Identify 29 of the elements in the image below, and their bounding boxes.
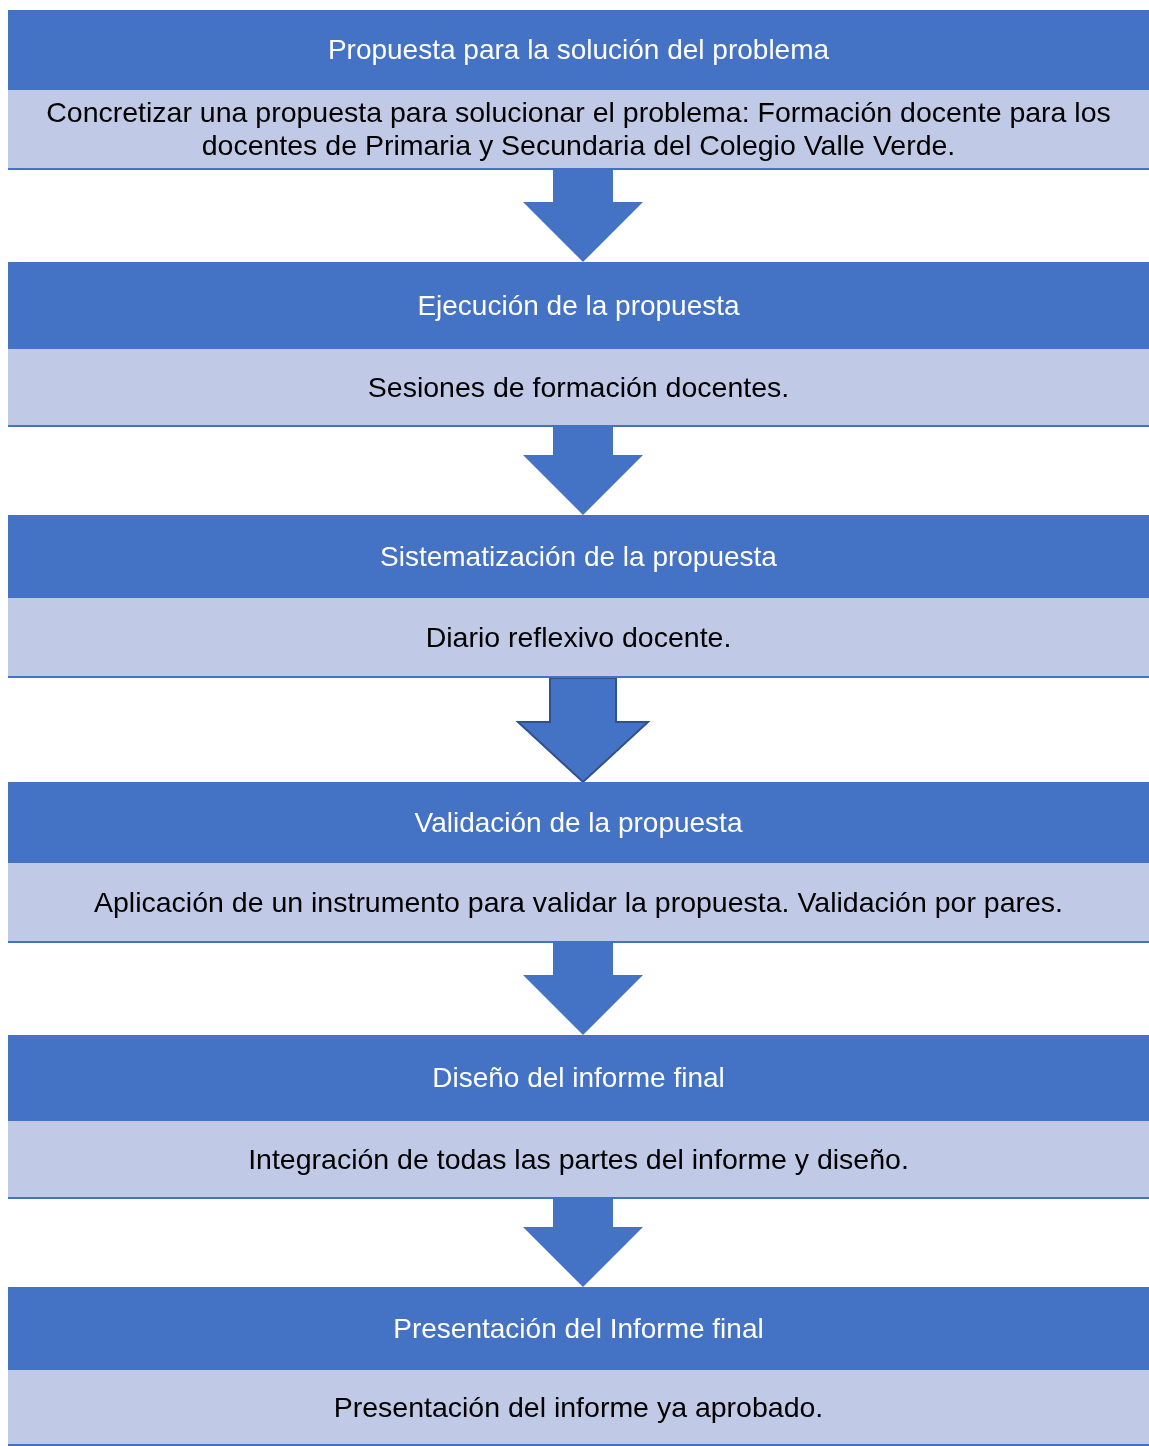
band-text: Sistematización de la propuesta	[379, 540, 778, 573]
band-text: Presentación del Informe final	[392, 1312, 765, 1345]
block-arrow	[523, 170, 643, 262]
band-text: Integración de todas las partes del informe y diseño.	[247, 1142, 910, 1176]
band-text: Validación de la propuesta	[413, 806, 744, 839]
stage-header-band	[8, 782, 1149, 863]
block-arrow	[515, 677, 651, 784]
stage-header-band	[8, 1287, 1149, 1370]
band-text: Diario reflexivo docente.	[424, 620, 733, 654]
block-arrow	[523, 943, 643, 1035]
band-text: Aplicación de un instrumento para validar la propuesta. Validación por pares.	[92, 885, 1064, 919]
stage-description-band	[8, 598, 1149, 678]
stage-description-band	[8, 349, 1149, 427]
stage-description-band	[8, 863, 1149, 943]
stage-header-band	[8, 1035, 1149, 1121]
band-text: Propuesta para la solución del problema	[326, 34, 831, 66]
band-text: Presentación del informe ya aprobado.	[332, 1390, 825, 1424]
stage-description-band	[8, 1370, 1149, 1446]
block-arrow	[523, 1199, 643, 1287]
block-arrow	[523, 427, 643, 515]
stage-header-band	[8, 10, 1149, 90]
band-text: Concretizar una propuesta para solucionar el problema: Formación docente para los docentes de Primaria y Secundaria del Colegio Valle Verde.	[45, 96, 1112, 162]
stage-header-band	[8, 262, 1149, 349]
stage-description-band	[8, 1121, 1149, 1199]
band-text: Ejecución de la propuesta	[416, 289, 741, 322]
stage-description-band	[8, 90, 1149, 170]
stage-header-band	[8, 515, 1149, 598]
band-text: Sesiones de formación docentes.	[366, 370, 791, 404]
band-text: Diseño del informe final	[431, 1062, 726, 1094]
